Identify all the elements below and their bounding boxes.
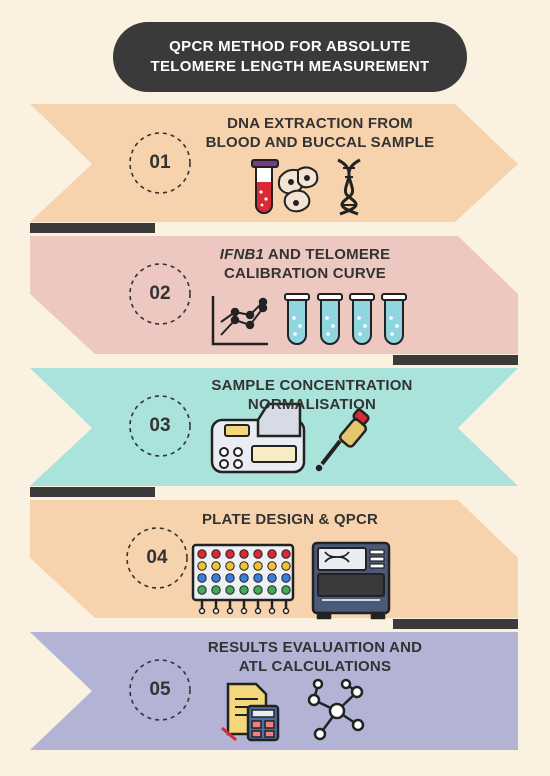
divider-bar-3 [30,487,155,497]
plate-well [239,549,249,559]
plate-well [281,549,291,559]
plate-well [197,585,207,595]
step-2-title-line-1-rest: AND TELOMERE [264,246,391,263]
plate-well [225,573,235,583]
step-4-number-circle [126,527,188,589]
step-2-gene-name: IFNB1 [219,246,265,263]
calculator-document-icon [221,682,280,742]
plate-well [211,549,221,559]
plate-well [197,573,207,583]
step-2-number-circle [129,263,191,325]
test-tubes-icon [284,293,407,345]
step-1-title-line-2: BLOOD AND BUCCAL SAMPLE [205,134,435,151]
plate-well [253,573,263,583]
step-3-number: 03 [149,415,171,436]
buccal-cells-icon [277,166,319,213]
plate-well [281,585,291,595]
step-1-title-line-1: DNA EXTRACTION FROM [227,115,413,132]
plate-well [211,585,221,595]
plate-well [225,561,235,571]
plate-well [211,561,221,571]
step-2-title-line-2: CALIBRATION CURVE [223,265,386,282]
step-1-title: DNA EXTRACTION FROM BLOOD AND BUCCAL SAM… [180,114,460,152]
step-2-number: 02 [149,283,171,304]
plate-well [197,549,207,559]
plate-well [267,561,277,571]
step-5-title-line-1: RESULTS EVALUAITION AND [207,639,423,656]
step-5-banner [30,632,518,750]
step-2-title: IFNB1 AND TELOMERE CALIBRATION CURVE [165,245,445,283]
plate-well [239,585,249,595]
qpcr-machine-icon [311,541,391,620]
step-3-title-line-2: NORMALISATION [247,396,377,413]
plate-well [267,573,277,583]
plate-well [197,561,207,571]
network-icon [307,678,365,741]
divider-bar-2 [393,355,518,365]
plate-well [267,585,277,595]
step-3-title-line-1: SAMPLE CONCENTRATION [211,377,413,394]
plate-well [267,549,277,559]
divider-bar-4 [393,619,518,629]
plate-well [281,573,291,583]
title-line-1: QPCR METHOD FOR ABSOLUTE [169,38,411,55]
plate-well [239,573,249,583]
step-5-number: 05 [149,679,171,700]
step-5-title-line-2: ATL CALCULATIONS [238,658,392,675]
plate-well [225,549,235,559]
plate-well [225,585,235,595]
title-line-2: TELOMERE LENGTH MEASUREMENT [150,58,430,75]
dna-helix-icon [337,158,361,216]
plate-well [253,549,263,559]
plate-well [253,585,263,595]
plate-well [211,573,221,583]
pcr-plate-icon [191,543,295,615]
pipette-icon [315,408,370,472]
step-1-number: 01 [149,152,171,173]
title-banner: QPCR METHOD FOR ABSOLUTE TELOMERE LENGTH… [113,22,467,92]
plate-well [253,561,263,571]
calibration-graph-icon [211,296,268,346]
step-5-number-circle [129,659,191,721]
plate-well [281,561,291,571]
step-5-title: RESULTS EVALUAITION AND ATL CALCULATIONS [175,638,455,676]
step-4-title: PLATE DESIGN & QPCR [150,510,430,529]
plate-well [239,561,249,571]
step-1-number-circle [129,132,191,194]
divider-bar-1 [30,223,155,233]
step-3-title: SAMPLE CONCENTRATION NORMALISATION [172,376,452,414]
spectrophotometer-icon [210,402,306,474]
step-4-number: 04 [146,547,168,568]
step-3-number-circle [129,395,191,457]
blood-tube-icon [251,159,279,214]
step-4-title-line-1: PLATE DESIGN & QPCR [201,511,379,528]
